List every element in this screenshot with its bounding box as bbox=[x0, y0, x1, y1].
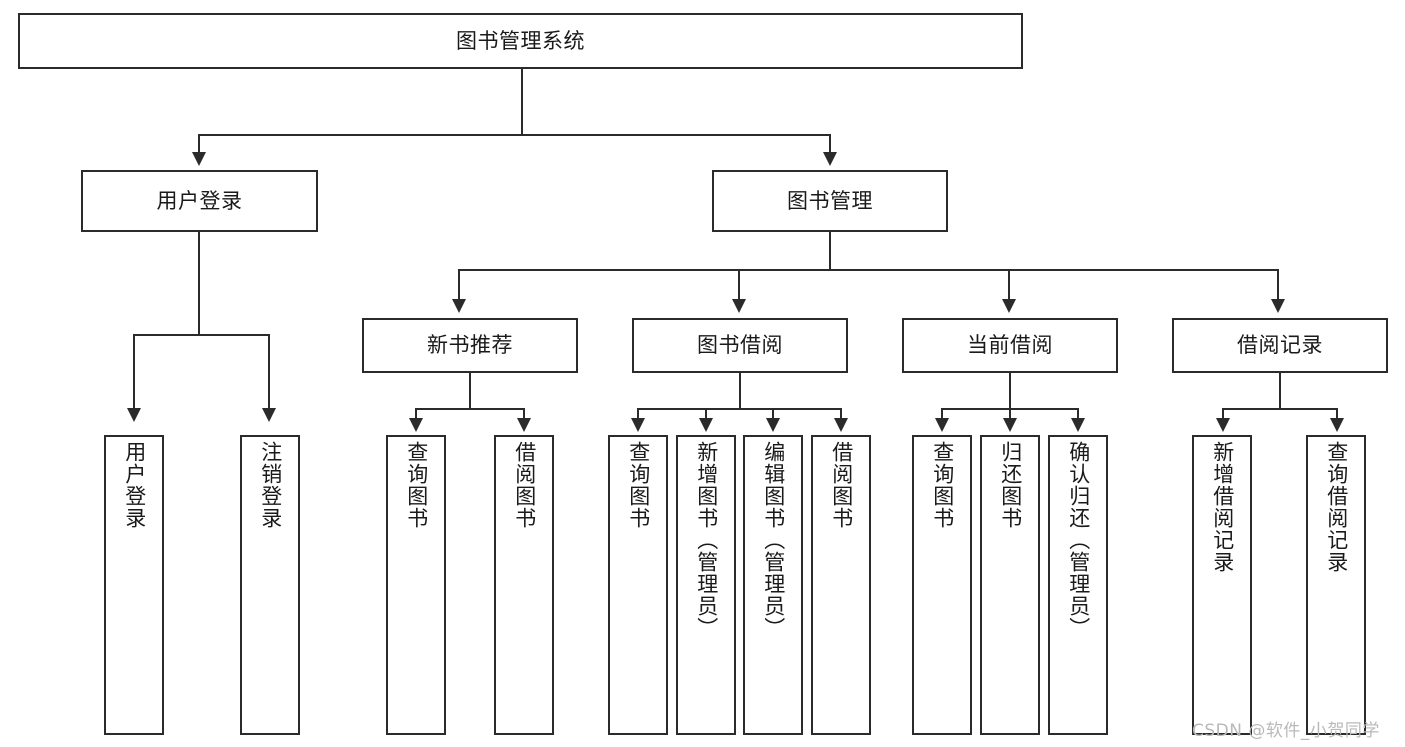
leaf-query-book-1[interactable]: 查询图书 bbox=[386, 435, 446, 735]
connector-user-login-left bbox=[133, 334, 135, 410]
arrowhead-to-leaf-borrow-book-2 bbox=[834, 418, 848, 432]
node-label: 查询图书 bbox=[626, 441, 651, 529]
connector-root-down bbox=[521, 69, 523, 135]
connector-br-1 bbox=[1222, 408, 1224, 420]
node-current-borrow[interactable]: 当前借阅 bbox=[902, 318, 1118, 373]
node-label: 新增图书（管理员） bbox=[694, 441, 719, 639]
arrowhead-to-leaf-add-record bbox=[1216, 418, 1230, 432]
connector-bb-3 bbox=[772, 408, 774, 420]
node-borrow-record[interactable]: 借阅记录 bbox=[1172, 318, 1388, 373]
node-label: 用户登录 bbox=[156, 188, 243, 213]
leaf-return-book[interactable]: 归还图书 bbox=[980, 435, 1040, 735]
connector-bb-4 bbox=[840, 408, 842, 420]
connector-book-manage-down bbox=[829, 232, 831, 270]
node-label: 当前借阅 bbox=[967, 333, 1053, 357]
connector-to-current-borrow bbox=[1008, 269, 1010, 301]
leaf-query-book-3[interactable]: 查询图书 bbox=[912, 435, 972, 735]
connector-new-book-r bbox=[523, 408, 525, 420]
connector-root-bar bbox=[198, 134, 830, 136]
connector-user-login-down bbox=[198, 232, 200, 335]
connector-root-to-user-login bbox=[198, 134, 200, 154]
arrowhead-to-leaf-return-book bbox=[1003, 418, 1017, 432]
connector-book-borrow-bar bbox=[637, 408, 842, 410]
connector-to-borrow-record bbox=[1277, 269, 1279, 301]
node-label: 图书借阅 bbox=[697, 333, 783, 357]
node-label: 新书推荐 bbox=[427, 333, 513, 357]
connector-new-book-down bbox=[469, 373, 471, 409]
node-book-manage[interactable]: 图书管理 bbox=[712, 170, 948, 232]
connector-root-to-book-manage bbox=[829, 134, 831, 154]
arrowhead-to-leaf-edit-book bbox=[766, 418, 780, 432]
node-label: 借阅图书 bbox=[512, 441, 537, 529]
arrowhead-to-leaf-query-book-3 bbox=[935, 418, 949, 432]
connector-bb-1 bbox=[637, 408, 639, 420]
arrowhead-to-new-book-recommend bbox=[452, 299, 466, 313]
node-label: 用户登录 bbox=[122, 441, 147, 529]
node-label: 编辑图书（管理员） bbox=[761, 441, 786, 639]
arrowhead-to-leaf-confirm-return bbox=[1071, 418, 1085, 432]
connector-new-book-bar bbox=[415, 408, 525, 410]
connector-book-borrow-down bbox=[739, 373, 741, 409]
arrowhead-to-leaf-borrow-book-1 bbox=[517, 418, 531, 432]
connector-book-manage-bar bbox=[458, 269, 1279, 271]
arrowhead-to-current-borrow bbox=[1002, 299, 1016, 313]
arrowhead-to-leaf-add-book bbox=[699, 418, 713, 432]
node-label: 新增借阅记录 bbox=[1210, 441, 1235, 573]
connector-br-2 bbox=[1336, 408, 1338, 420]
arrowhead-to-leaf-user-logout bbox=[262, 408, 276, 422]
node-label: 借阅记录 bbox=[1237, 333, 1323, 357]
node-label: 查询图书 bbox=[404, 441, 429, 529]
connector-user-login-bar bbox=[133, 334, 270, 336]
arrowhead-to-user-login bbox=[192, 152, 206, 166]
leaf-query-book-2[interactable]: 查询图书 bbox=[608, 435, 668, 735]
connector-bb-2 bbox=[705, 408, 707, 420]
node-new-book-recommend[interactable]: 新书推荐 bbox=[362, 318, 578, 373]
leaf-add-record[interactable]: 新增借阅记录 bbox=[1192, 435, 1252, 735]
connector-cb-2 bbox=[1009, 408, 1011, 420]
node-label: 图书管理 bbox=[787, 188, 873, 213]
node-label: 查询图书 bbox=[930, 441, 955, 529]
node-book-borrow[interactable]: 图书借阅 bbox=[632, 318, 848, 373]
arrowhead-to-leaf-user-login bbox=[127, 408, 141, 422]
arrowhead-to-book-borrow bbox=[732, 299, 746, 313]
node-label: 确认归还（管理员） bbox=[1066, 441, 1091, 639]
node-user-login[interactable]: 用户登录 bbox=[81, 170, 318, 232]
leaf-add-book[interactable]: 新增图书（管理员） bbox=[676, 435, 736, 735]
leaf-user-login[interactable]: 用户登录 bbox=[104, 435, 164, 735]
leaf-borrow-book-2[interactable]: 借阅图书 bbox=[811, 435, 871, 735]
connector-cb-1 bbox=[941, 408, 943, 420]
connector-current-borrow-down bbox=[1009, 373, 1011, 409]
leaf-edit-book[interactable]: 编辑图书（管理员） bbox=[743, 435, 803, 735]
arrowhead-to-borrow-record bbox=[1271, 299, 1285, 313]
node-label: 注销登录 bbox=[258, 441, 283, 529]
connector-user-login-right bbox=[268, 334, 270, 410]
arrowhead-to-book-manage bbox=[823, 152, 837, 166]
leaf-user-logout[interactable]: 注销登录 bbox=[240, 435, 300, 735]
leaf-borrow-book-1[interactable]: 借阅图书 bbox=[494, 435, 554, 735]
connector-cb-3 bbox=[1077, 408, 1079, 420]
node-label: 图书管理系统 bbox=[456, 28, 585, 53]
leaf-confirm-return[interactable]: 确认归还（管理员） bbox=[1048, 435, 1108, 735]
node-root-book-management-system[interactable]: 图书管理系统 bbox=[18, 13, 1023, 69]
node-label: 借阅图书 bbox=[829, 441, 854, 529]
node-label: 查询借阅记录 bbox=[1324, 441, 1349, 573]
connector-new-book-l bbox=[415, 408, 417, 420]
arrowhead-to-leaf-query-book-2 bbox=[631, 418, 645, 432]
connector-to-new-book-recommend bbox=[458, 269, 460, 301]
leaf-query-record[interactable]: 查询借阅记录 bbox=[1306, 435, 1366, 735]
arrowhead-to-leaf-query-book-1 bbox=[409, 418, 423, 432]
node-label: 归还图书 bbox=[998, 441, 1023, 529]
connector-borrow-record-down bbox=[1279, 373, 1281, 409]
arrowhead-to-leaf-query-record bbox=[1330, 418, 1344, 432]
connector-borrow-record-bar bbox=[1222, 408, 1338, 410]
connector-to-book-borrow bbox=[738, 269, 740, 301]
csdn-watermark: CSDN @软件_小贺同学 bbox=[1192, 721, 1380, 741]
